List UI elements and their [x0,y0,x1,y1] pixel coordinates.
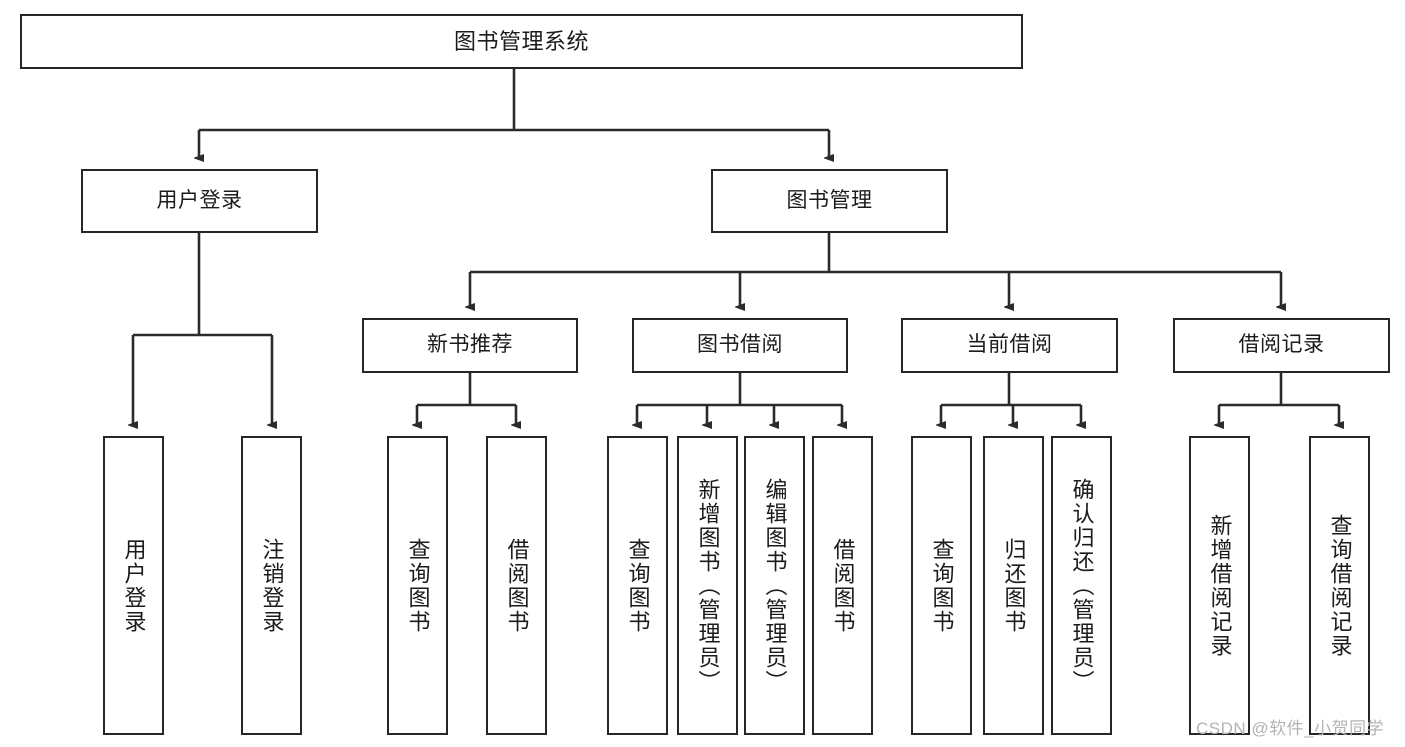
node-label: 归还图书 [1001,537,1027,634]
node-label: 确认归还（管理员） [1069,477,1095,694]
node-leaf-return-book[interactable]: 归还图书 [983,436,1044,735]
node-label: 查询图书 [625,537,651,634]
node-leaf-confirm-return[interactable]: 确认归还（管理员） [1051,436,1112,735]
node-new-book-recommend[interactable]: 新书推荐 [362,318,578,373]
node-label: 图书管理系统 [453,28,589,54]
node-label: 查询图书 [929,537,955,634]
node-borrow-record[interactable]: 借阅记录 [1173,318,1390,373]
node-label: 图书管理 [786,188,873,212]
node-label: 借阅图书 [830,537,856,634]
node-leaf-borrow-book-recommend[interactable]: 借阅图书 [486,436,547,735]
node-leaf-borrow-book[interactable]: 借阅图书 [812,436,873,735]
node-label: 新增借阅记录 [1207,513,1233,658]
node-book-manage[interactable]: 图书管理 [711,169,948,233]
node-leaf-logout[interactable]: 注销登录 [241,436,302,735]
node-leaf-add-book[interactable]: 新增图书（管理员） [677,436,738,735]
csdn-watermark: CSDN @软件_小贺同学 [1196,719,1385,738]
node-leaf-query-book-current[interactable]: 查询图书 [911,436,972,735]
node-label: 借阅记录 [1238,333,1325,357]
node-label: 当前借阅 [966,333,1053,357]
node-leaf-add-borrow-record[interactable]: 新增借阅记录 [1189,436,1250,735]
node-label: 注销登录 [259,537,285,634]
node-leaf-edit-book[interactable]: 编辑图书（管理员） [744,436,805,735]
node-root-system[interactable]: 图书管理系统 [20,14,1023,69]
node-label: 借阅图书 [504,537,530,634]
node-label: 用户登录 [156,188,243,212]
node-label: 新书推荐 [427,333,513,357]
node-book-borrow[interactable]: 图书借阅 [632,318,848,373]
node-leaf-query-borrow-record[interactable]: 查询借阅记录 [1309,436,1370,735]
node-leaf-query-book-borrow[interactable]: 查询图书 [607,436,668,735]
node-leaf-user-login[interactable]: 用户登录 [103,436,164,735]
node-label: 用户登录 [121,537,147,634]
node-user-login[interactable]: 用户登录 [81,169,318,233]
node-current-borrow[interactable]: 当前借阅 [901,318,1118,373]
node-label: 查询图书 [405,537,431,634]
node-leaf-query-book-recommend[interactable]: 查询图书 [387,436,448,735]
node-label: 编辑图书（管理员） [762,477,788,694]
node-label: 查询借阅记录 [1327,513,1353,658]
node-label: 新增图书（管理员） [695,477,721,694]
node-label: 图书借阅 [697,333,783,357]
